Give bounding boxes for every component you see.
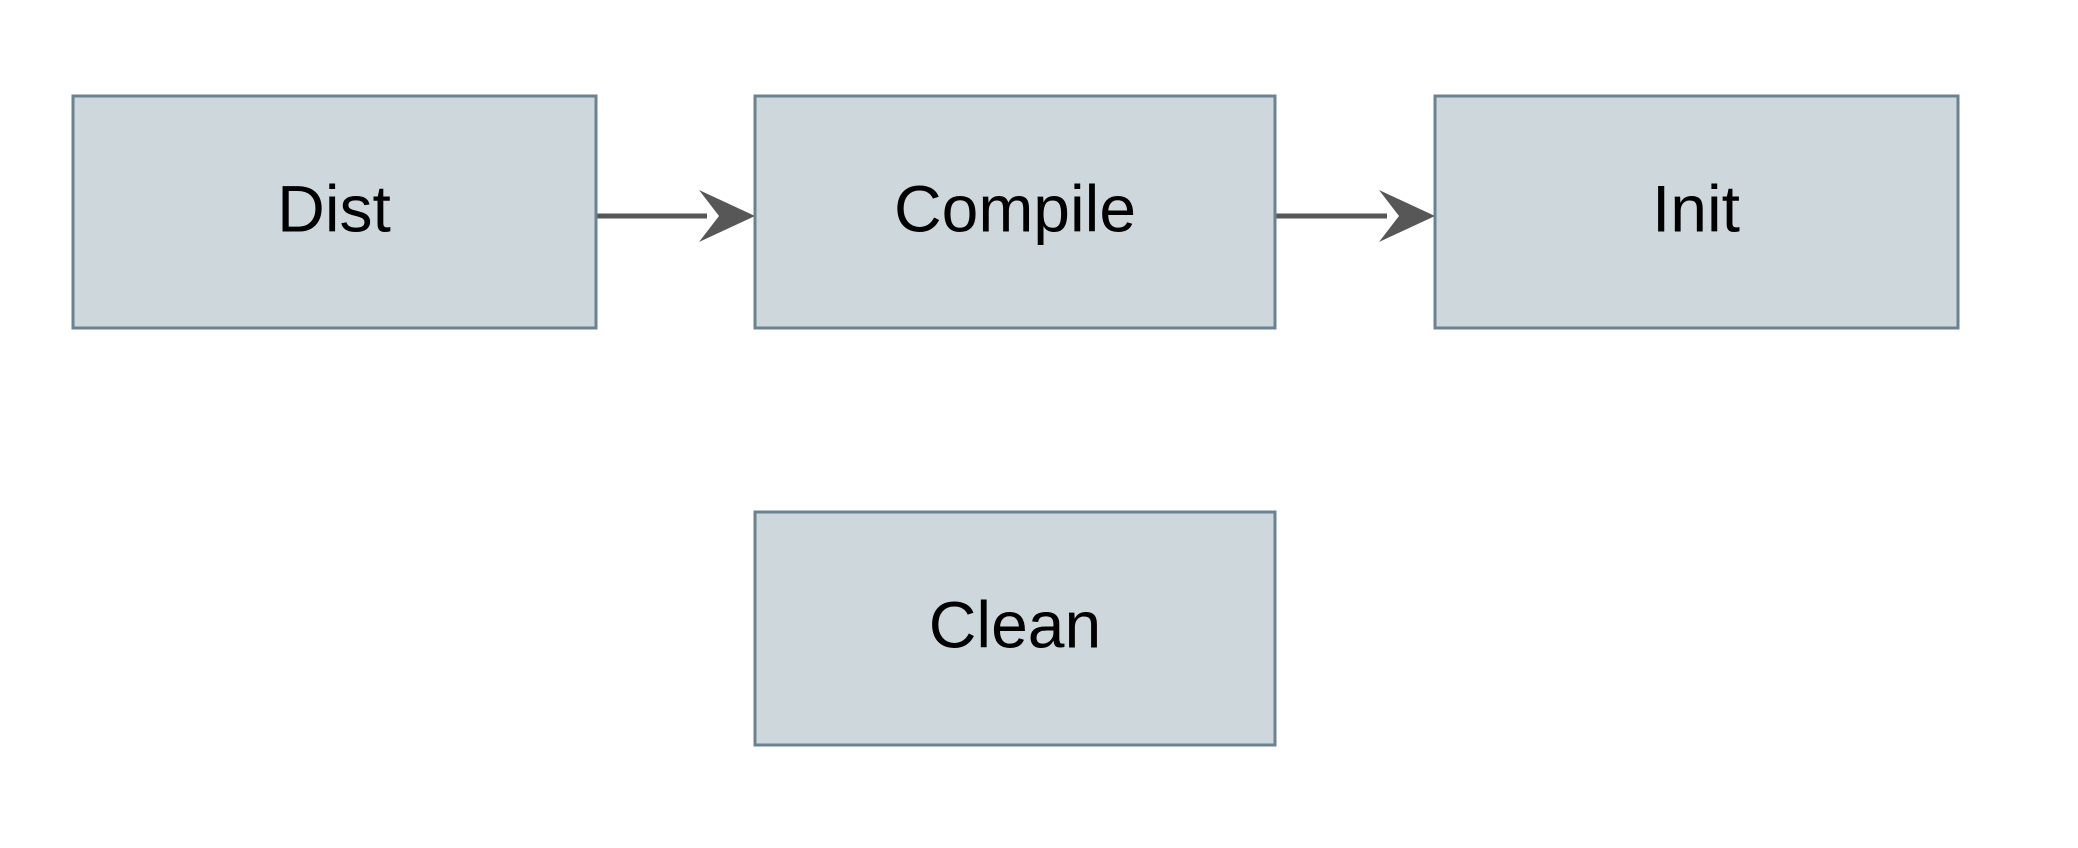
edge-dist-to-compile[interactable] [596,190,755,242]
node-compile-label: Compile [894,171,1136,245]
edge-dist-to-compile-arrowhead [699,190,755,242]
node-dist-label: Dist [277,171,391,245]
edge-group [596,190,1435,242]
node-compile-box[interactable] [753,94,1277,330]
edge-compile-to-init-arrowhead [1379,190,1435,242]
node-init[interactable]: Init [1433,94,1960,330]
node-init-box[interactable] [1433,94,1960,330]
node-group: Dist Compile Init Clean [71,94,1960,747]
node-clean-label: Clean [929,587,1101,661]
node-dist[interactable]: Dist [71,94,598,330]
node-clean-box[interactable] [753,510,1277,747]
edge-compile-to-init[interactable] [1275,190,1435,242]
node-compile[interactable]: Compile [753,94,1277,330]
node-dist-box[interactable] [71,94,598,330]
node-clean[interactable]: Clean [753,510,1277,747]
node-init-label: Init [1652,171,1740,245]
